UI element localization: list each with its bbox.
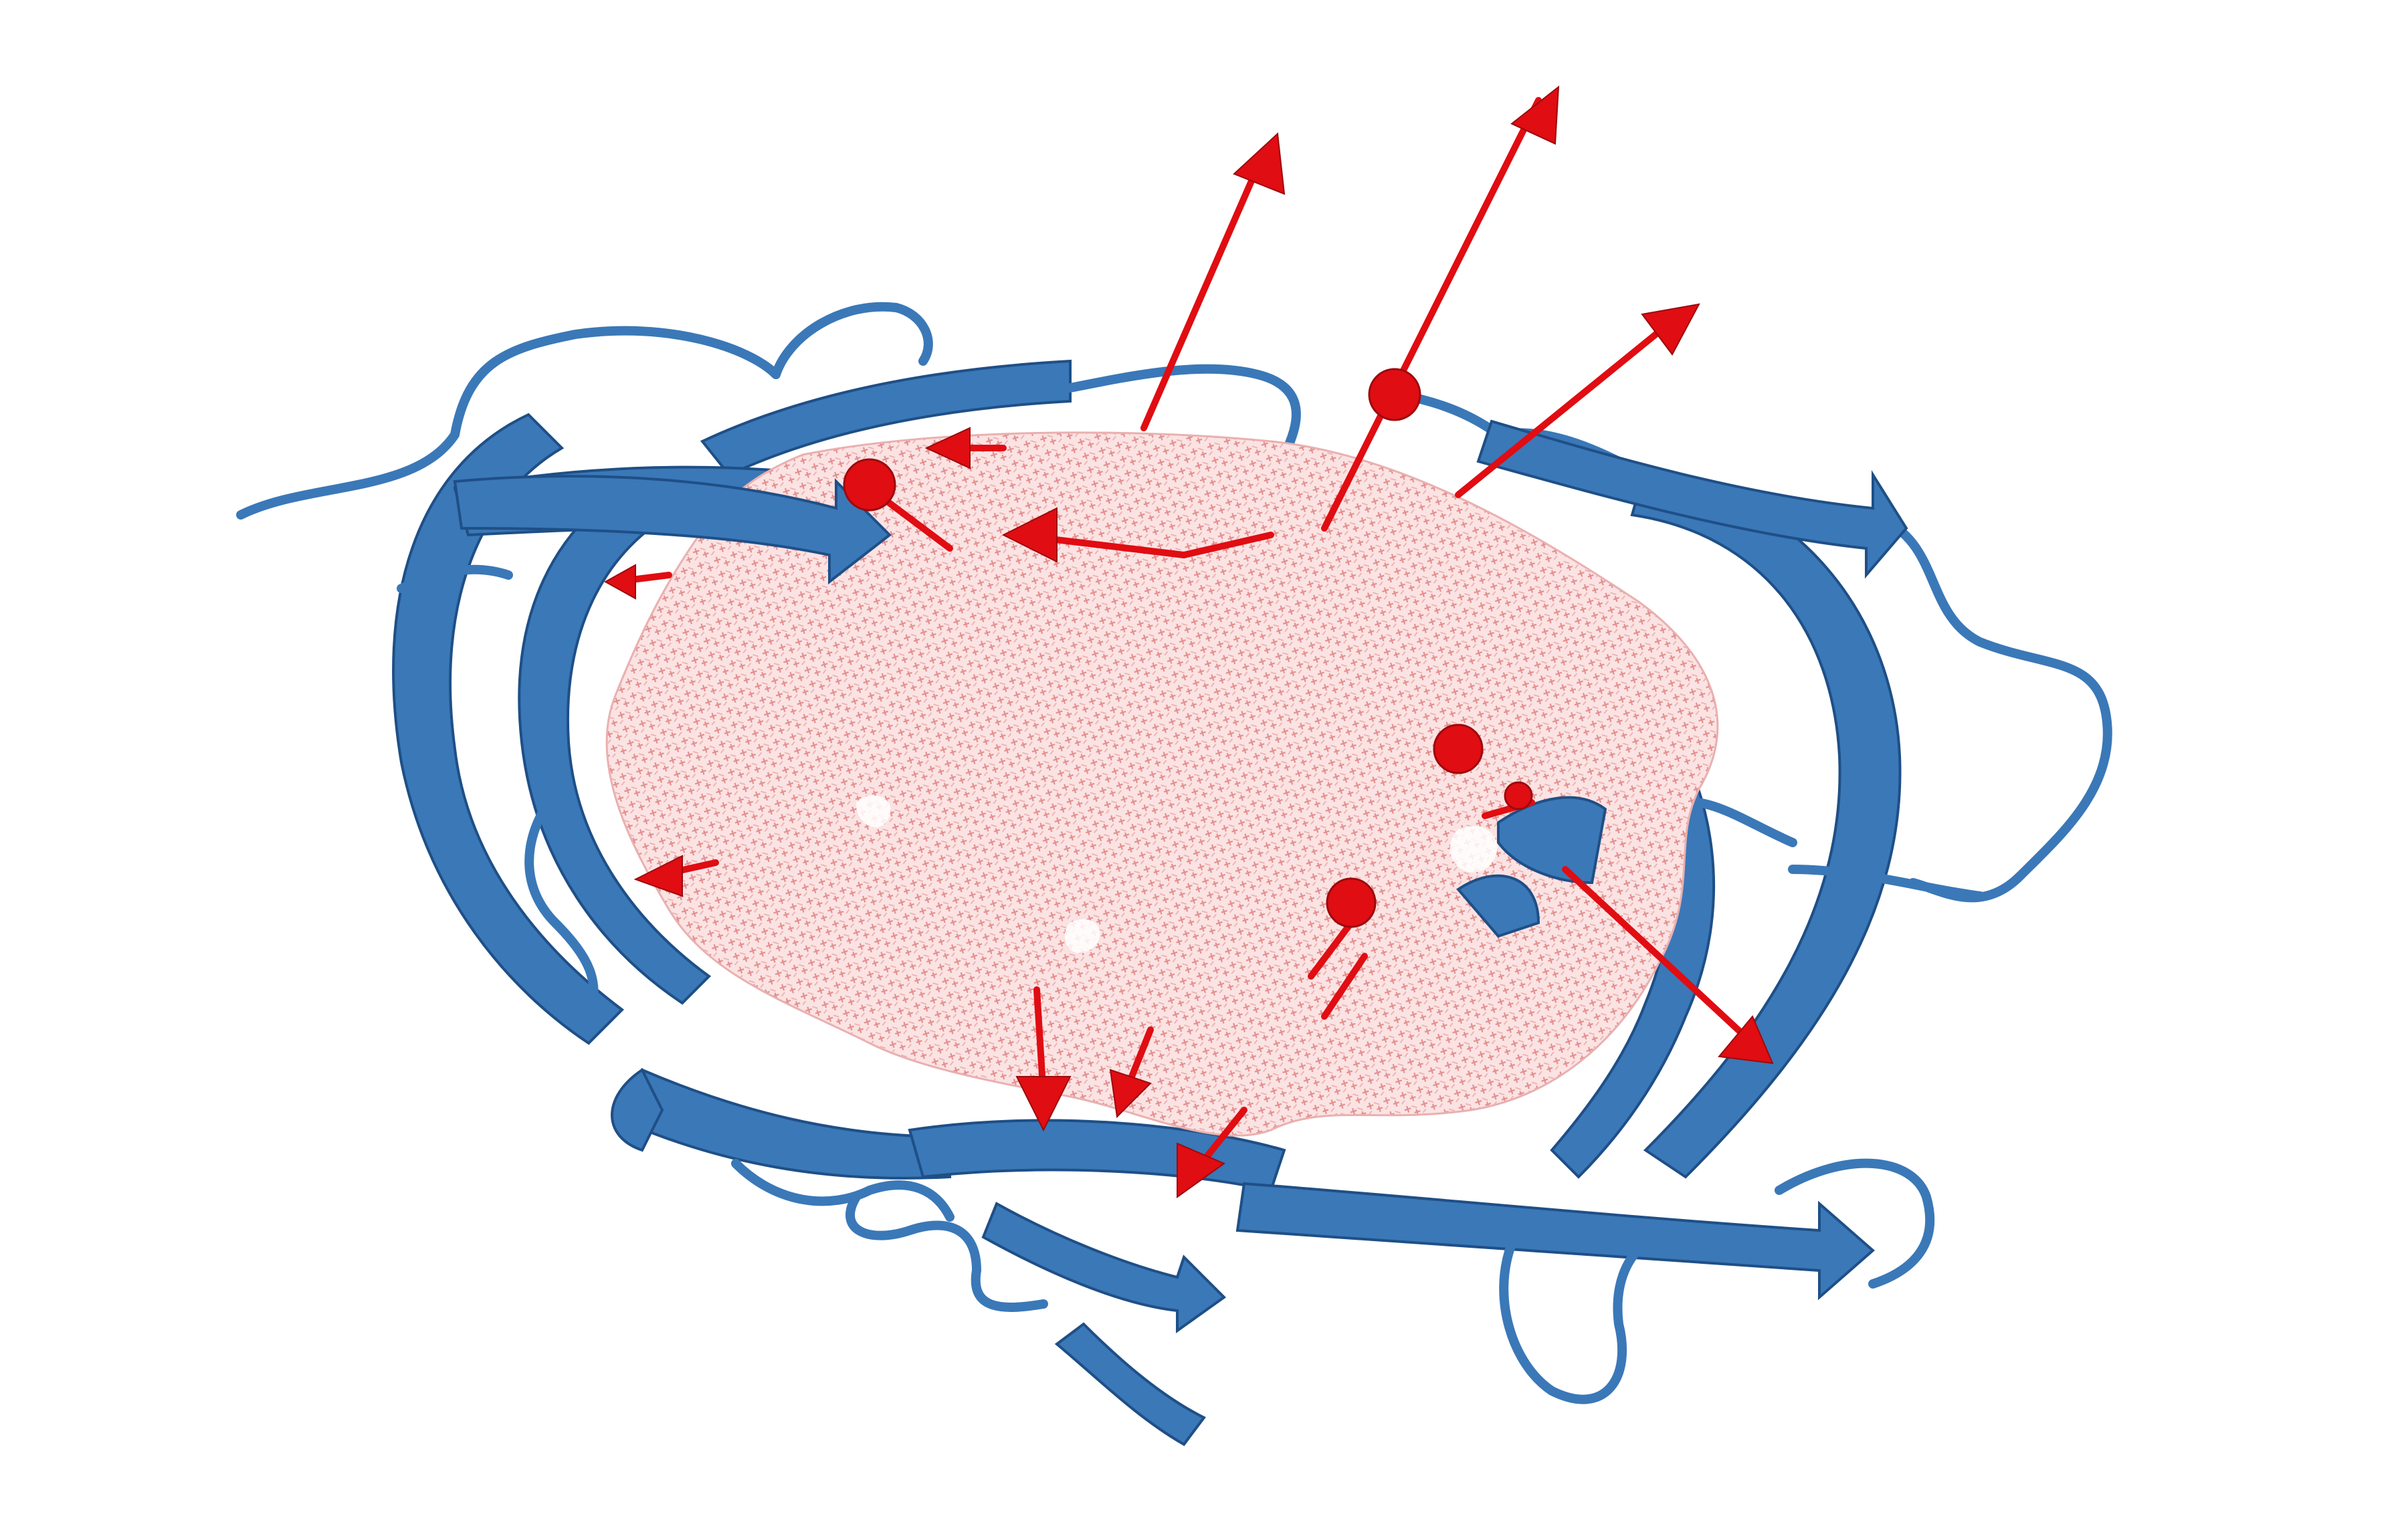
cavity-mesh <box>605 431 1719 1137</box>
origin-sphere-5 <box>1504 781 1533 810</box>
cavity-hole-1 <box>856 795 891 828</box>
origin-sphere-4 <box>1326 877 1377 928</box>
vector-arrow-3 <box>1455 318 1676 498</box>
beta-strand-top <box>700 359 1072 477</box>
vector-arrow-7 <box>1562 866 1756 1047</box>
vector-arrow-heads <box>603 85 1774 1198</box>
arrow-head-9 <box>1109 1069 1152 1119</box>
arrow-head-13 <box>633 855 683 897</box>
arrow-head-4 <box>1001 507 1058 563</box>
loop-left-lower <box>524 798 599 1021</box>
vector-arrow-11 <box>1321 953 1368 1020</box>
origin-sphere-3 <box>1433 724 1484 774</box>
arrow-head-7 <box>1718 1015 1774 1065</box>
beta-strand-bottom-right <box>1235 1182 1876 1301</box>
beta-strand-left-inner <box>518 466 712 1005</box>
loop-left-small <box>397 564 513 593</box>
small-barrel-right <box>1456 874 1540 938</box>
beta-strand-front-left-arrow <box>453 475 892 585</box>
loop-bottom-left <box>731 1159 955 1222</box>
beta-strand-down-arrow <box>1054 1322 1207 1446</box>
vector-arrow-4 <box>1013 532 1274 559</box>
arrow-head-1 <box>1233 132 1286 195</box>
arrow-head-14 <box>603 564 636 600</box>
vector-arrow-2 <box>1321 97 1542 532</box>
beta-strand-lower-arrow <box>981 1202 1227 1333</box>
vector-arrows <box>612 97 1756 1180</box>
beta-strand-right-outer <box>1630 466 1902 1179</box>
vector-origin-spheres <box>843 368 1533 928</box>
arrow-head-10 <box>1177 1142 1226 1198</box>
arrow-head-8 <box>1015 1076 1072 1132</box>
loop-bottom-lower <box>845 1192 1048 1312</box>
vector-arrow-1 <box>1140 164 1261 431</box>
cavity-hole-2 <box>1064 919 1100 954</box>
origin-sphere-2 <box>1368 368 1421 421</box>
loop-top-left <box>236 326 781 520</box>
beta-strand-front-right <box>1476 419 1908 579</box>
loop-right-middle <box>1788 865 1985 901</box>
arrow-head-6 <box>924 427 971 469</box>
beta-strand-bottom-left <box>627 1068 951 1180</box>
loop-bottom-right <box>1499 1226 1677 1404</box>
origin-sphere-1 <box>843 458 896 512</box>
loop-bottom-far-right <box>1775 1158 1935 1289</box>
cavity-surface <box>605 431 1719 1137</box>
arrow-head-3 <box>1641 303 1700 356</box>
loop-top-left-2 <box>771 302 933 379</box>
vector-arrow-12 <box>1308 919 1354 980</box>
loop-right-outer <box>1882 517 2112 903</box>
cavity-hole-3 <box>1449 826 1498 873</box>
arrow-head-2 <box>1510 85 1560 145</box>
beta-strand-small-left <box>611 1068 664 1152</box>
protein-front-ribbons <box>453 419 1908 938</box>
loop-top-center <box>1066 364 1301 459</box>
fan-helix-knot <box>1497 796 1607 885</box>
